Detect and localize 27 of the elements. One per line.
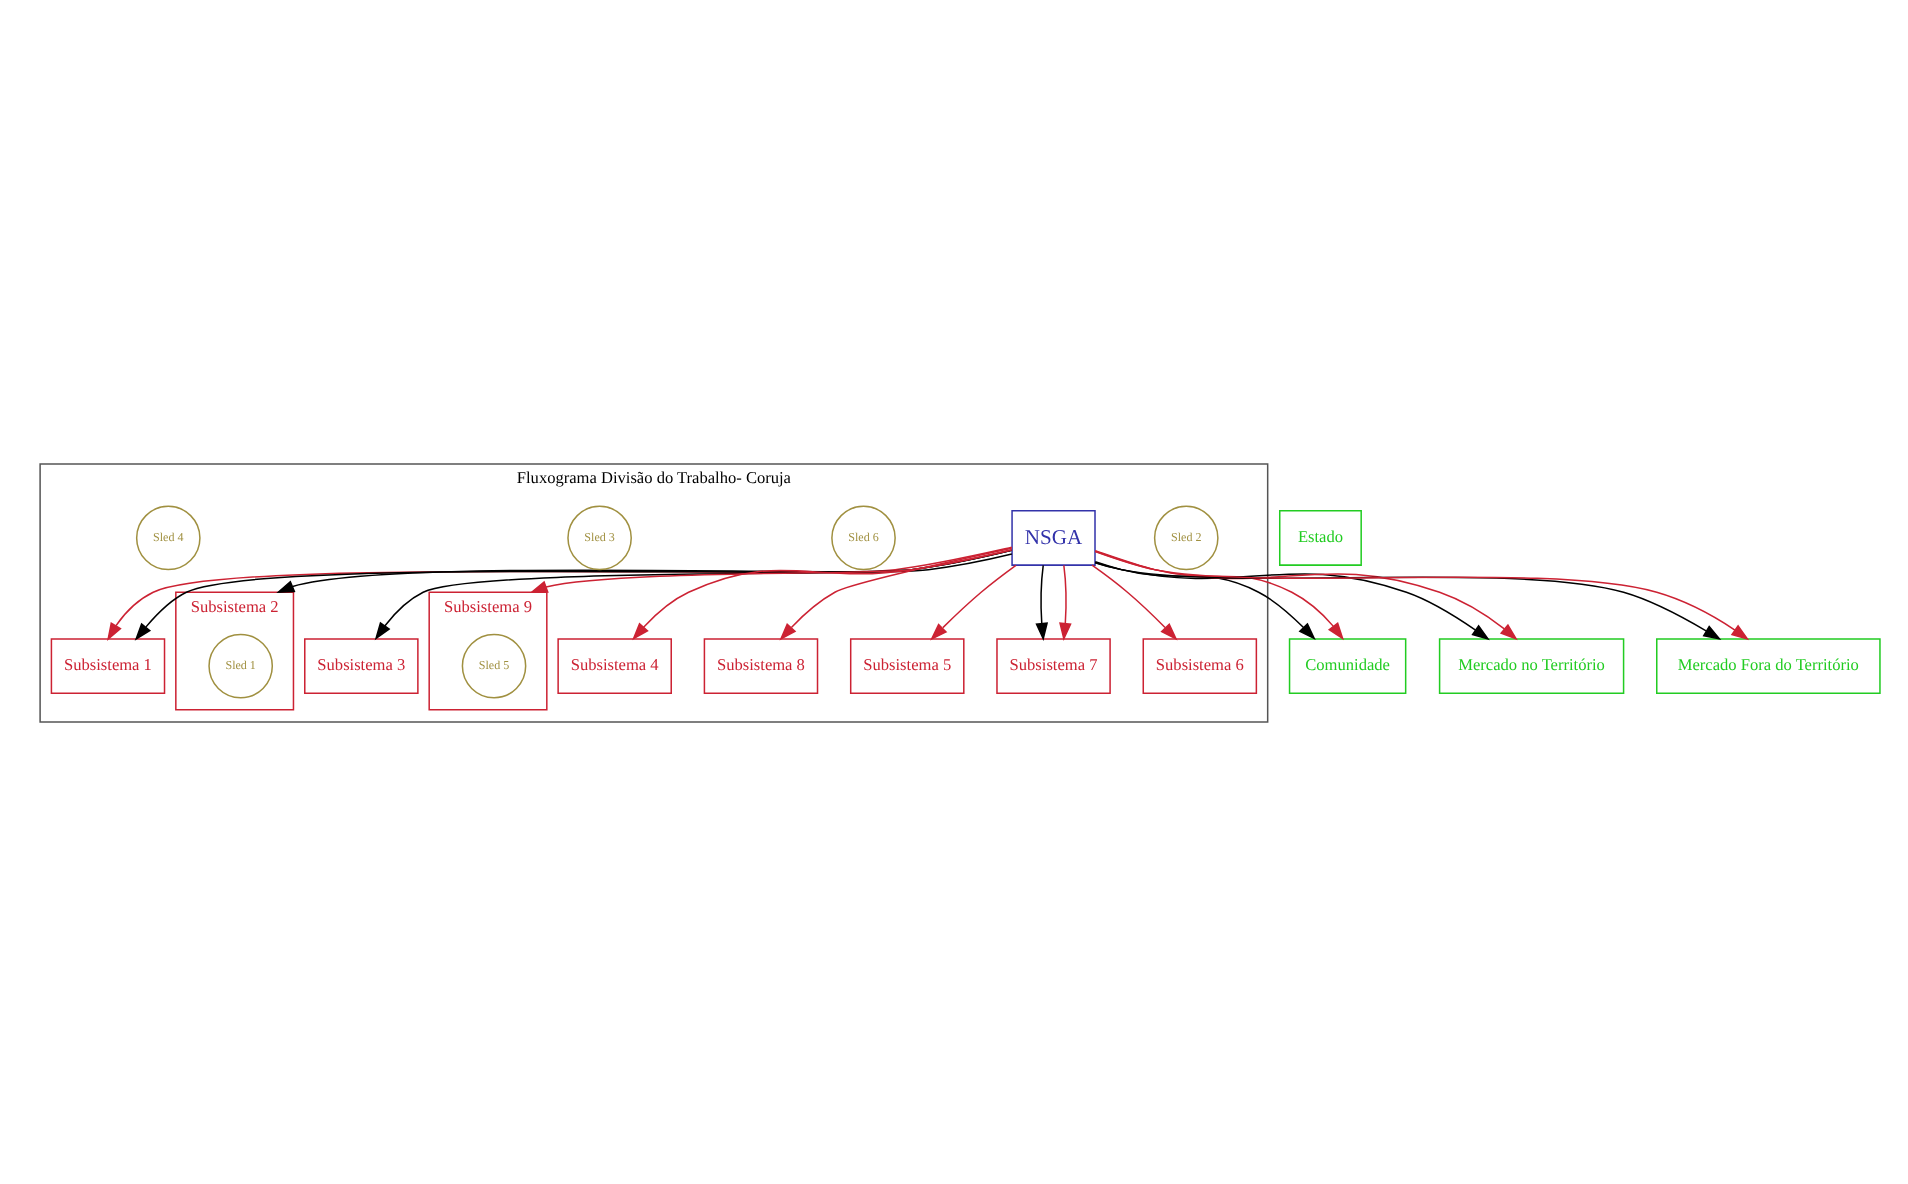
arrow bbox=[1059, 563, 1072, 640]
node-box: Subsistema 7 bbox=[996, 637, 1111, 693]
arrow bbox=[1094, 560, 1490, 640]
node-box: Mercado no Território bbox=[1438, 637, 1625, 693]
node-box: Subsistema 5 bbox=[849, 637, 965, 693]
node-box: Subsistema 3 bbox=[304, 637, 419, 693]
node-box: Subsistema 4 bbox=[557, 637, 672, 693]
node-box: Mercado Fora do Território bbox=[1656, 637, 1881, 693]
arrow bbox=[374, 548, 1013, 640]
node-box: Subsistema 6 bbox=[1142, 637, 1258, 693]
arrow bbox=[276, 548, 1013, 593]
arrow bbox=[1035, 563, 1048, 640]
node-box: Comunidade bbox=[1288, 637, 1407, 693]
arrow bbox=[529, 548, 1013, 593]
node-box: Estado bbox=[1279, 509, 1362, 565]
arrow bbox=[1091, 563, 1178, 640]
arrow bbox=[930, 563, 1017, 640]
arrow bbox=[1094, 560, 1722, 640]
arrow bbox=[1094, 549, 1750, 640]
arrow bbox=[1094, 548, 1344, 640]
arrow bbox=[779, 546, 1013, 640]
arrow bbox=[1094, 560, 1316, 639]
node-box: NSGA bbox=[1011, 509, 1096, 565]
arrow bbox=[1094, 549, 1518, 640]
node-box: Subsistema 8 bbox=[703, 637, 819, 693]
arrow bbox=[632, 547, 1013, 640]
node-box: Subsistema 1 bbox=[50, 637, 166, 693]
